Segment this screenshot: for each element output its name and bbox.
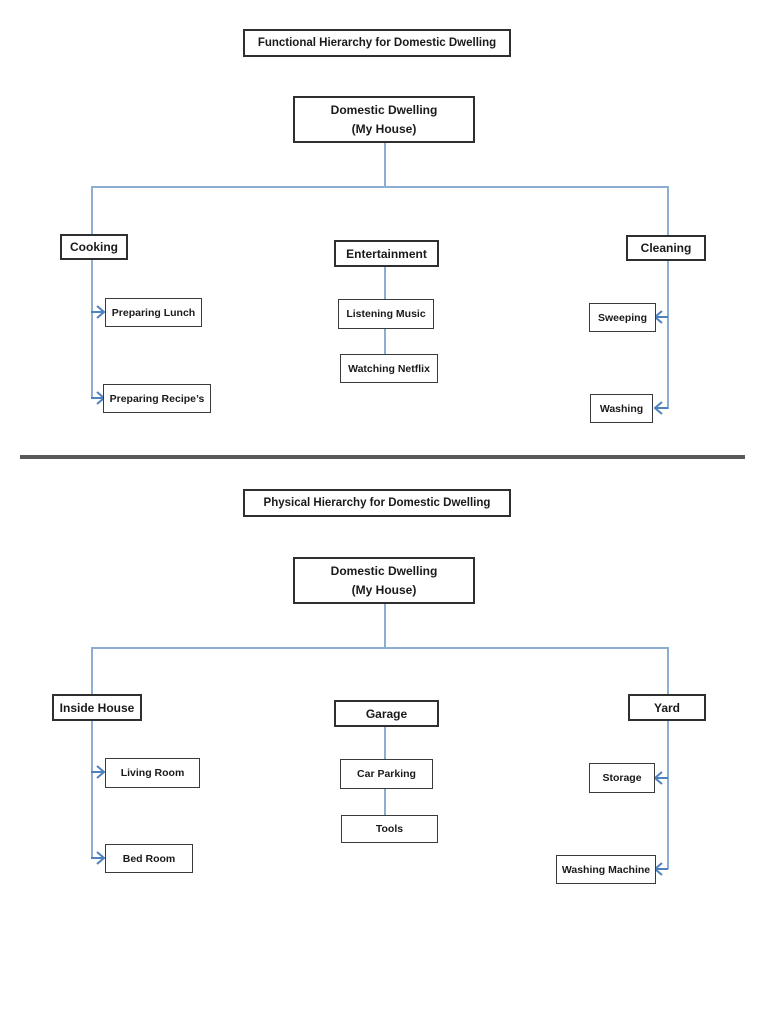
node-sweeping: Sweeping xyxy=(589,303,656,332)
node-garage: Garage xyxy=(334,700,439,727)
connector-line xyxy=(384,727,386,759)
connector-line xyxy=(384,267,386,300)
node-inside-house: Inside House xyxy=(52,694,142,721)
functional-diagram-title: Functional Hierarchy for Domestic Dwelli… xyxy=(243,29,511,57)
physical-diagram-title: Physical Hierarchy for Domestic Dwelling xyxy=(243,489,511,517)
arrow-left-icon xyxy=(654,401,668,415)
root-label-line2: (My House) xyxy=(351,582,417,597)
connector-line xyxy=(92,647,669,649)
arrow-right-icon xyxy=(91,765,105,779)
connector-line xyxy=(667,186,669,409)
node-watching-netflix: Watching Netflix xyxy=(340,354,438,383)
functional-root-node: Domestic Dwelling (My House) xyxy=(293,96,475,143)
node-yard: Yard xyxy=(628,694,706,721)
node-tools: Tools xyxy=(341,815,438,843)
physical-root-node: Domestic Dwelling (My House) xyxy=(293,557,475,604)
connector-line xyxy=(384,329,386,355)
connector-line xyxy=(92,186,669,188)
root-label-line2: (My House) xyxy=(351,121,417,136)
node-cleaning: Cleaning xyxy=(626,235,706,261)
arrow-right-icon xyxy=(91,851,105,865)
root-label-line1: Domestic Dwelling xyxy=(330,102,438,117)
node-entertainment: Entertainment xyxy=(334,240,439,267)
node-car-parking: Car Parking xyxy=(340,759,433,789)
section-divider xyxy=(20,455,745,459)
node-living-room: Living Room xyxy=(105,758,200,788)
arrow-left-icon xyxy=(654,771,668,785)
connector-line xyxy=(91,647,93,859)
node-preparing-recipes: Preparing Recipe’s xyxy=(103,384,211,413)
root-label-line1: Domestic Dwelling xyxy=(330,563,438,578)
node-bed-room: Bed Room xyxy=(105,844,193,873)
connector-line xyxy=(667,647,669,869)
connector-line xyxy=(384,604,386,649)
connector-line xyxy=(384,789,386,815)
node-preparing-lunch: Preparing Lunch xyxy=(105,298,202,327)
arrow-left-icon xyxy=(654,310,668,324)
node-washing-machine: Washing Machine xyxy=(556,855,656,884)
node-storage: Storage xyxy=(589,763,655,793)
arrow-left-icon xyxy=(654,862,668,876)
connector-line xyxy=(384,143,386,188)
connector-line xyxy=(91,186,93,399)
node-cooking: Cooking xyxy=(60,234,128,260)
arrow-right-icon xyxy=(91,305,105,319)
node-washing: Washing xyxy=(590,394,653,423)
node-listening-music: Listening Music xyxy=(338,299,434,329)
